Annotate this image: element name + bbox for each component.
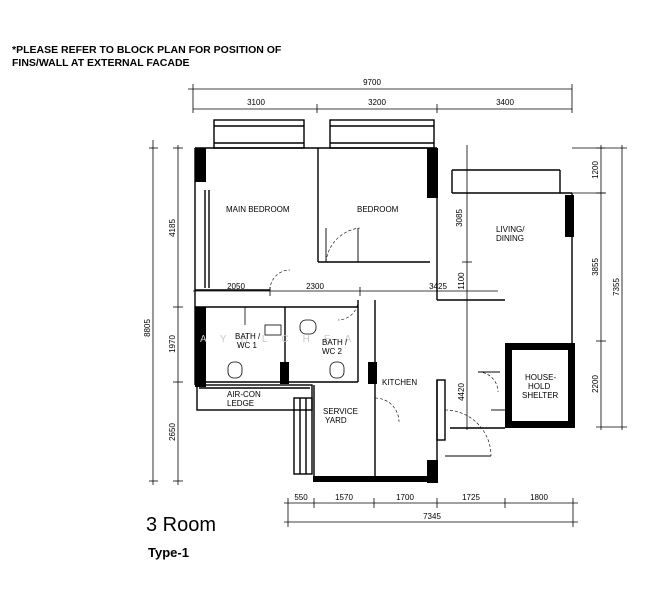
dim-bottom-2: 1570 <box>335 493 353 502</box>
dim-bottom-5: 1800 <box>530 493 548 502</box>
dim-top-total: 9700 <box>363 78 381 87</box>
facade-note: *PLEASE REFER TO BLOCK PLAN FOR POSITION… <box>12 44 281 70</box>
dim-top-2: 3200 <box>368 98 386 107</box>
dim-left-total: 8805 <box>143 319 152 337</box>
bath-fixtures <box>227 307 345 379</box>
plan-subtitle: Type-1 <box>148 545 189 560</box>
facade-note-line-2: FINS/WALL AT EXTERNAL FACADE <box>12 57 190 69</box>
dim-left-1: 4185 <box>168 219 177 237</box>
dim-bottom-4: 1725 <box>462 493 480 502</box>
plan-title: 3 Room <box>146 514 217 536</box>
household-shelter <box>505 343 575 428</box>
room-living-line-1: LIVING/ <box>496 225 525 234</box>
dim-right-1: 1200 <box>591 161 600 179</box>
dim-bottom-3: 1700 <box>396 493 414 502</box>
room-bath1-line-1: BATH / <box>235 332 261 341</box>
dim-inner-1: 2050 <box>227 282 245 291</box>
dim-bottom-total: 7345 <box>423 512 441 521</box>
room-bath2-line-1: BATH / <box>322 338 348 347</box>
dim-top-1: 3100 <box>247 98 265 107</box>
dim-inner-3: 3425 <box>429 282 447 291</box>
room-aircon-line-1: AIR-CON <box>227 390 261 399</box>
room-shelter-line-1: HOUSE- <box>525 373 556 382</box>
dim-right-2: 3855 <box>591 258 600 276</box>
dim-left-2: 1970 <box>168 335 177 353</box>
room-bedroom: BEDROOM <box>357 205 399 214</box>
room-aircon-line-2: LEDGE <box>227 399 254 408</box>
room-service-line-2: YARD <box>325 416 347 425</box>
dim-mid-3: 4420 <box>457 383 466 401</box>
dim-left-3: 2650 <box>168 423 177 441</box>
room-living-line-2: DINING <box>496 234 524 243</box>
solid-columns <box>195 148 574 483</box>
dimension-lines <box>149 84 627 527</box>
dim-mid-1: 3085 <box>455 209 464 227</box>
dim-bottom-1: 550 <box>294 493 308 502</box>
dim-right-total: 7355 <box>612 278 621 296</box>
room-kitchen: KITCHEN <box>382 378 417 387</box>
dim-right-3: 2200 <box>591 375 600 393</box>
room-shelter-line-3: SHELTER <box>522 391 559 400</box>
door-swings <box>269 227 499 457</box>
room-shelter-line-2: HOLD <box>528 382 550 391</box>
dimension-labels: 9700 3100 3200 3400 2050 2300 3425 8805 … <box>143 78 621 521</box>
room-main-bedroom: MAIN BEDROOM <box>226 205 290 214</box>
room-bath2-line-2: WC 2 <box>322 347 343 356</box>
dim-inner-2: 2300 <box>306 282 324 291</box>
room-bath1-line-2: WC 1 <box>237 341 258 350</box>
door-leaves <box>325 228 505 457</box>
facade-note-line-1: *PLEASE REFER TO BLOCK PLAN FOR POSITION… <box>12 44 282 56</box>
room-service-line-1: SERVICE <box>323 407 358 416</box>
watermark: AYHLCHEA <box>200 334 365 345</box>
dim-mid-2: 1100 <box>457 272 466 290</box>
dim-top-3: 3400 <box>496 98 514 107</box>
room-labels: MAIN BEDROOM BEDROOM LIVING/ DINING BATH… <box>226 205 559 425</box>
